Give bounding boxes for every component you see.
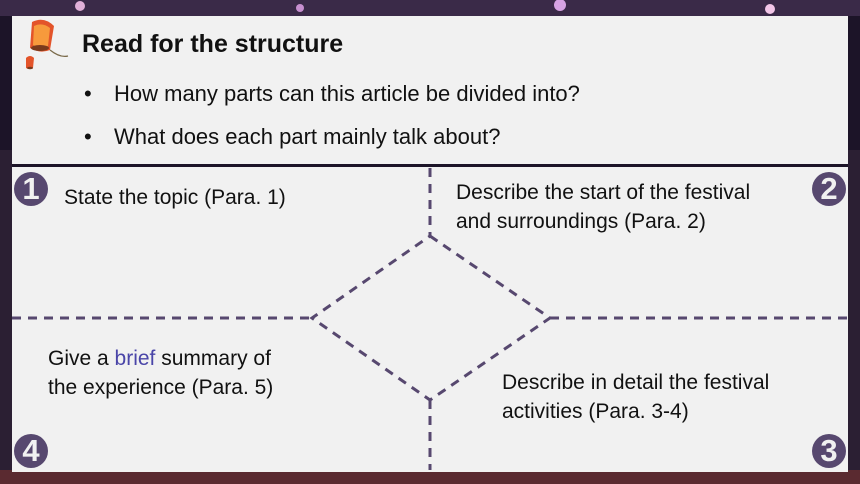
question-text: What does each part mainly talk about? — [114, 124, 501, 149]
part-number-badge-2: 2 — [812, 172, 846, 206]
part-1-text: State the topic (Para. 1) — [64, 186, 286, 209]
part-3-text: Describe in detail the festival activiti… — [502, 371, 770, 423]
question-item: • How many parts can this article be divi… — [84, 81, 580, 107]
sky-lantern-icon — [26, 19, 69, 70]
question-text: How many parts can this article be divid… — [114, 81, 580, 106]
bullet-icon: • — [84, 124, 92, 149]
instruction-panel — [12, 16, 848, 164]
question-item: • What does each part mainly talk about? — [84, 124, 500, 150]
part-number-badge-3: 3 — [812, 434, 846, 468]
part-number-badge-4: 4 — [14, 434, 48, 468]
part-4-text: Give a brief summary of the experience (… — [48, 347, 274, 399]
part-number-badge-1: 1 — [14, 172, 48, 206]
highlighted-word: brief — [114, 347, 156, 370]
part-2-text: Describe the start of the festival and s… — [456, 181, 751, 233]
bullet-icon: • — [84, 81, 92, 106]
section-title: Read for the structure — [82, 30, 344, 58]
